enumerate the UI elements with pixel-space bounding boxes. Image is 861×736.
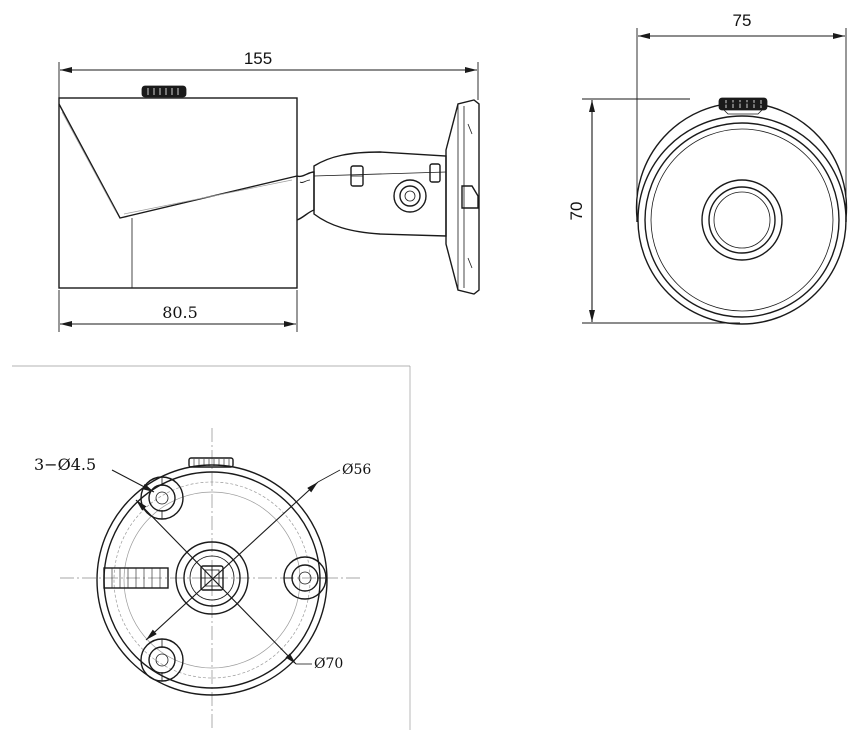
dimension-label-75: 75	[733, 11, 752, 30]
adjustment-knob	[141, 85, 187, 98]
label-mount-holes: 3−Ø4.5	[34, 455, 96, 474]
base-view: 3−Ø4.5 Ø56 Ø70	[12, 365, 411, 730]
dimension-front-height: 70	[567, 98, 740, 324]
mount-plate	[445, 99, 480, 295]
front-knob	[718, 97, 768, 115]
label-diameter-70: Ø70	[314, 656, 343, 672]
mount-hole-lower-left	[140, 638, 184, 682]
mount-hole-upper-left	[140, 476, 184, 520]
lens	[708, 186, 776, 254]
dimension-label-155: 155	[244, 49, 272, 68]
dimension-housing-length: 80.5	[58, 290, 298, 332]
dimension-label-80-5: 80.5	[162, 303, 198, 322]
dimension-overall-length: 155	[58, 49, 479, 100]
dimension-label-70: 70	[567, 202, 586, 221]
leader-diameter-70: Ø70	[135, 499, 343, 672]
dimension-front-width: 75	[636, 11, 847, 220]
camera-housing	[58, 97, 298, 289]
leader-mount-holes: 3−Ø4.5	[34, 455, 155, 493]
front-housing	[635, 102, 848, 325]
front-view: 75 70	[567, 11, 848, 325]
leader-diameter-56: Ø56	[145, 462, 371, 641]
base-knob	[188, 457, 234, 468]
side-view: 155	[58, 49, 480, 332]
label-diameter-56: Ø56	[342, 462, 371, 478]
base-outer-ring	[96, 464, 328, 696]
bracket-neck	[296, 171, 315, 221]
bracket-arm	[313, 151, 447, 237]
